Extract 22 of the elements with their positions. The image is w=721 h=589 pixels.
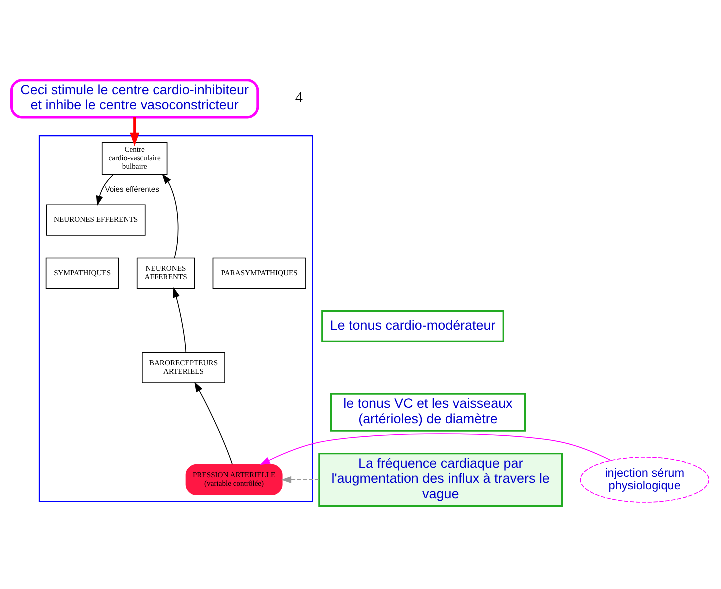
- node-ellipse: injection sérum physiologique: [580, 457, 710, 503]
- arrow: [173, 288, 187, 354]
- arrow: [96, 174, 114, 206]
- edge-label: Voies efférentes: [105, 184, 160, 194]
- node-box: le tonus VC et les vaisseaux (artérioles) de diamètre: [330, 393, 526, 432]
- arrow: [260, 434, 612, 466]
- node-box: Ceci stimule le centre cardio-inhibiteur et inhibe le centre vasoconstricteur: [10, 79, 260, 119]
- arrow: [130, 118, 140, 146]
- label: 4: [295, 90, 304, 107]
- node-box: PARASYMPATHIQUES: [212, 258, 306, 290]
- arrow: [281, 476, 320, 484]
- node-box: PRESSION ARTERIELLE (variable contrôlée): [186, 464, 283, 496]
- node-box: BARORECEPTEURS ARTERIELS: [142, 352, 226, 384]
- node-box: SYMPATHIQUES: [46, 258, 120, 290]
- node-box: La fréquence cardiaque par l'augmentation des influx à travers le vague: [318, 452, 564, 507]
- node-box: Le tonus cardio-modérateur: [322, 310, 504, 343]
- arrow: [194, 382, 233, 466]
- node-box: NEURONES EFFERENTS: [46, 204, 146, 236]
- cluster: [38, 135, 314, 503]
- node-box: Centre cardio-vasculaire bulbaire: [102, 142, 168, 176]
- node-box: NEURONES AFFERENTS: [136, 258, 196, 290]
- arrow: [162, 174, 179, 258]
